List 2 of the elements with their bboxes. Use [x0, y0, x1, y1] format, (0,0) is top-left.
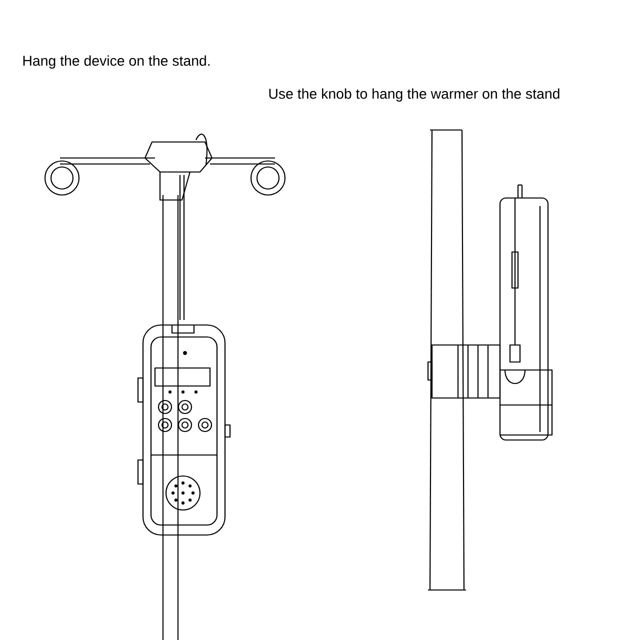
instruction-text: Hang the device on the stand. [23, 55, 210, 69]
instruction-text: Use the knob to hang the warmer on the stand [269, 88, 560, 102]
